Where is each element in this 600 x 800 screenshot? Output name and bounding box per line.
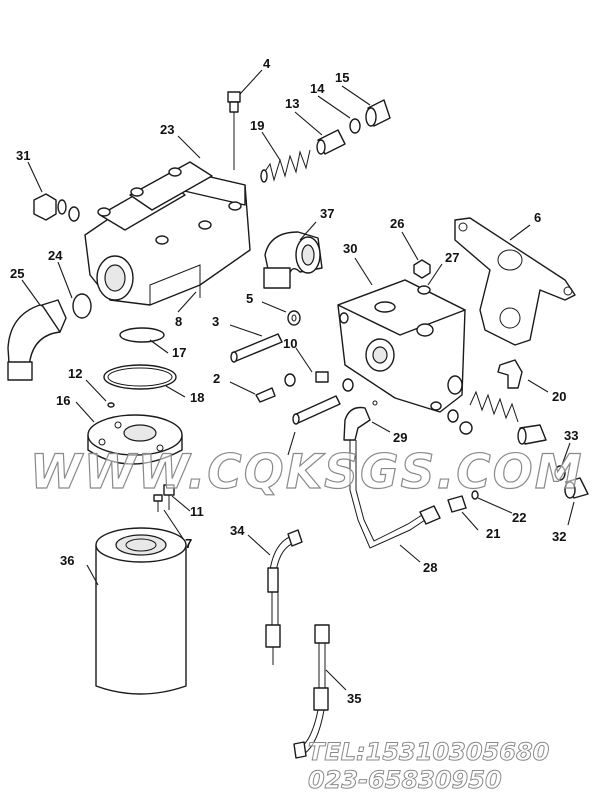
spring-part-19 (260, 149, 311, 183)
callout-10: 10 (283, 336, 297, 351)
callout-25: 25 (10, 266, 24, 281)
screw-part-7 (153, 494, 163, 512)
long-bolt (292, 395, 341, 425)
callout-7: 7 (185, 536, 192, 551)
callout-5: 5 (246, 291, 253, 306)
cap-plug-part-15 (365, 99, 391, 127)
ring-part-12 (107, 402, 115, 408)
callout-32: 32 (552, 529, 566, 544)
callout-3: 3 (212, 314, 219, 329)
callout-13: 13 (285, 96, 299, 111)
callout-19: 19 (250, 118, 264, 133)
fitting-part-21 (447, 495, 467, 513)
plug-small-right (459, 421, 473, 435)
bolt-part-11 (163, 484, 175, 510)
plug-part-4 (227, 91, 241, 170)
plug-part-32 (564, 477, 589, 499)
plug-part-26 (413, 259, 431, 279)
filter-head-housing (84, 161, 251, 306)
callout-36: 36 (60, 553, 74, 568)
callout-6: 6 (534, 210, 541, 225)
elbow-part-37 (263, 231, 323, 289)
filter-adapter-part-16 (87, 414, 183, 465)
callout-14: 14 (310, 81, 325, 96)
washer-part-5 (287, 310, 301, 326)
fitting-part-10 (315, 371, 354, 392)
bolt-part-2 (255, 373, 296, 403)
callout-17: 17 (172, 345, 186, 360)
gasket-part-18 (103, 364, 177, 390)
elbow-part-20 (497, 359, 523, 389)
filter-canister-part-36 (95, 527, 187, 695)
o-ring-part-17 (119, 327, 165, 343)
callout-29: 29 (393, 430, 407, 445)
callout-18: 18 (190, 390, 204, 405)
plunger-part-13 (316, 129, 346, 155)
o-ring-part-14 (349, 118, 361, 134)
o-ring-part-24 (72, 293, 92, 319)
callout-8: 8 (175, 314, 182, 329)
callout-4: 4 (263, 56, 271, 71)
elbow-part-29 (343, 400, 378, 441)
callout-26: 26 (390, 216, 404, 231)
callout-12: 12 (68, 366, 82, 381)
bolt-part-3 (230, 333, 283, 363)
callout-30: 30 (343, 241, 357, 256)
callout-31: 31 (16, 148, 30, 163)
callout-2: 2 (213, 371, 220, 386)
watermark-phone: 023-65830950 (308, 766, 503, 795)
valve-block-part-30 (337, 279, 466, 413)
o-ring-part-33 (554, 465, 566, 481)
watermark-url: WWW.CQKSGS.COM (29, 444, 584, 500)
callout-28: 28 (423, 560, 437, 575)
o-ring-part-27 (417, 285, 431, 295)
plunger-right (517, 424, 547, 445)
callout-labels: 4 15 14 13 19 23 31 24 25 8 17 18 12 16 … (10, 56, 578, 706)
callout-23: 23 (160, 122, 174, 137)
callout-11: 11 (190, 504, 204, 519)
fitting-part-31 (33, 193, 80, 222)
callout-24: 24 (48, 248, 63, 263)
gasket-plate-part-6 (454, 217, 576, 346)
o-ring-part-22 (471, 490, 479, 500)
callout-37: 37 (320, 206, 334, 221)
callout-20: 20 (552, 389, 566, 404)
callout-21: 21 (486, 526, 500, 541)
callout-35: 35 (347, 691, 361, 706)
callout-22: 22 (512, 510, 526, 525)
elbow-part-25 (7, 299, 67, 381)
watermark-tel: TEL:15310305680 (307, 738, 550, 767)
callout-33: 33 (564, 428, 578, 443)
tube-part-28 (349, 440, 441, 549)
hose-part-35 (293, 624, 330, 759)
o-ring-right (447, 409, 459, 423)
callout-27: 27 (445, 250, 459, 265)
spring-right (469, 390, 519, 423)
hose-part-34 (265, 529, 303, 665)
callout-16: 16 (56, 393, 70, 408)
callout-15: 15 (335, 70, 349, 85)
leader-lines (21, 69, 575, 691)
callout-34: 34 (230, 523, 245, 538)
